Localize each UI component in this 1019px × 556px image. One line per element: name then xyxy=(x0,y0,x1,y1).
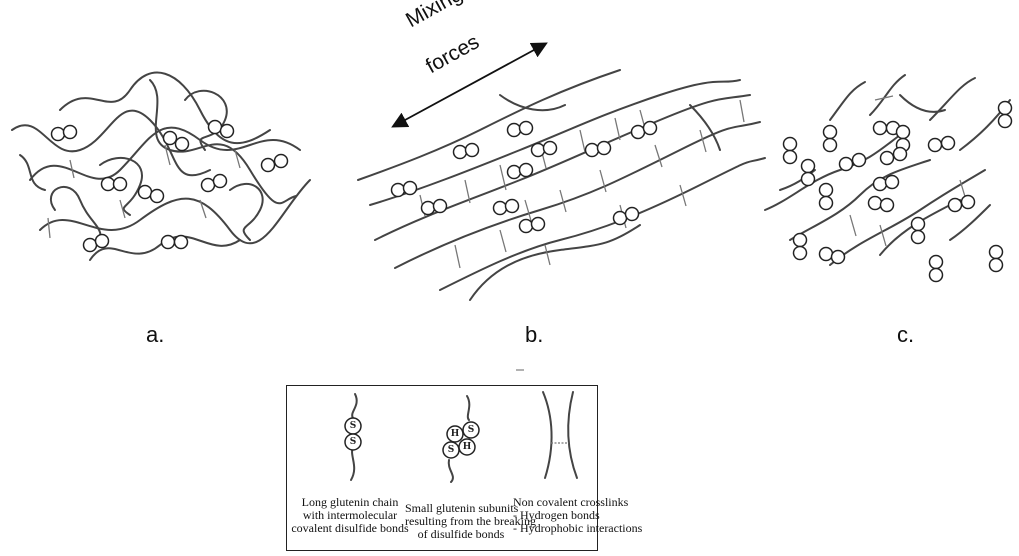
bead-pair xyxy=(102,178,127,191)
bead-pair xyxy=(632,122,657,139)
legend-box: S S H S S H Long glutenin chain with int… xyxy=(286,385,598,551)
panel-b-aligned-network xyxy=(358,70,765,300)
bead-pair xyxy=(794,234,807,260)
caption-line: covalent disulfide bonds xyxy=(287,522,413,535)
bead-pair xyxy=(508,164,533,179)
panel-b-label: b. xyxy=(525,322,543,348)
bead-pair xyxy=(520,218,545,233)
bead-pair xyxy=(586,142,611,157)
legend-caption-subunits: Small glutenin subunits resulting from t… xyxy=(405,502,517,541)
bead-pair xyxy=(929,137,955,152)
legend-bead-s1: S xyxy=(350,421,357,431)
bead-pair xyxy=(508,122,533,137)
bead-pair xyxy=(164,132,189,151)
bead-pair xyxy=(202,175,227,192)
caption-line: - Hydrophobic interactions xyxy=(513,522,597,535)
legend-caption-disulfide: Long glutenin chain with intermolecular … xyxy=(287,496,413,535)
bead-pair xyxy=(881,148,907,165)
bead-pair xyxy=(949,196,975,212)
bead-pair xyxy=(52,126,77,141)
bead-pair xyxy=(999,102,1012,128)
bead-pair xyxy=(869,197,894,212)
legend-disulfide-symbol: S S xyxy=(345,394,361,480)
bead-pair xyxy=(912,218,925,244)
legend-bead-s4: S xyxy=(448,445,455,455)
panel-c-label: c. xyxy=(897,322,914,348)
bead-pair xyxy=(614,208,639,225)
bead-pair xyxy=(930,256,943,282)
legend-bead-s2: S xyxy=(350,437,357,447)
legend-crosslink-symbol xyxy=(543,392,577,478)
legend-subunits-symbol: H S S H xyxy=(443,396,479,482)
bead-pair xyxy=(454,144,479,159)
bead-pair xyxy=(840,154,866,171)
bead-pair xyxy=(874,122,900,135)
bead-pair xyxy=(824,126,837,152)
bead-pair xyxy=(262,155,288,172)
bead-pair xyxy=(422,200,447,215)
legend-bead-h1: H xyxy=(451,429,460,439)
bead-pair xyxy=(139,186,164,203)
bead-pair xyxy=(532,142,557,157)
bead-pair xyxy=(874,176,899,191)
legend-bead-s3: S xyxy=(468,425,475,435)
panel-a-label: a. xyxy=(146,322,164,348)
bead-pair xyxy=(784,138,797,164)
caption-line: of disulfide bonds xyxy=(405,528,517,541)
legend-caption-noncovalent: Non covalent crosslinks - Hydrogen bonds… xyxy=(513,496,597,535)
bead-pair xyxy=(494,200,519,215)
bead-pair xyxy=(820,248,845,264)
legend-symbols: S S H S S H xyxy=(287,386,596,486)
legend-bead-h2: H xyxy=(463,442,472,452)
bead-pair xyxy=(820,184,833,210)
bead-pair xyxy=(990,246,1003,272)
disulfide-bead-pairs xyxy=(52,102,1012,282)
